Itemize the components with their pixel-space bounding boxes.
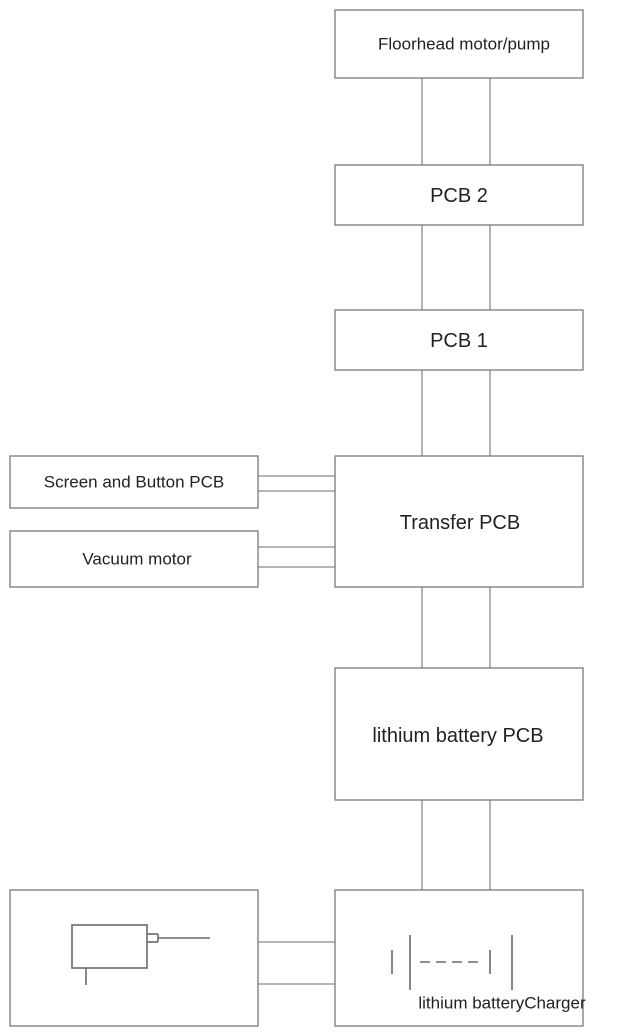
block-pcb1: PCB 1 (334, 309, 584, 371)
charger-plug-icon (71, 924, 210, 985)
block-pcb2: PCB 2 (334, 164, 584, 226)
block-battery-charger: lithium batteryCharger (334, 889, 586, 1027)
block-screen-button: Screen and Button PCB (9, 455, 259, 509)
block-battery-pcb: lithium battery PCB (334, 667, 584, 801)
block-charger (9, 889, 259, 1027)
battery-symbol-icon (391, 935, 513, 990)
screen-button-label: Screen and Button PCB (44, 473, 225, 492)
pcb2-label: PCB 2 (430, 185, 488, 207)
pcb1-label: PCB 1 (430, 330, 488, 352)
vacuum-label: Vacuum motor (82, 550, 192, 569)
battery-charger-label: lithium batteryCharger (418, 994, 586, 1013)
connection-wires (258, 78, 491, 985)
battery-pcb-label: lithium battery PCB (372, 725, 543, 747)
floorhead-label: Floorhead motor/pump (378, 35, 550, 54)
block-floorhead: Floorhead motor/pump (334, 9, 584, 79)
block-vacuum: Vacuum motor (9, 530, 259, 588)
transfer-label: Transfer PCB (400, 512, 520, 534)
block-transfer: Transfer PCB (334, 455, 584, 588)
